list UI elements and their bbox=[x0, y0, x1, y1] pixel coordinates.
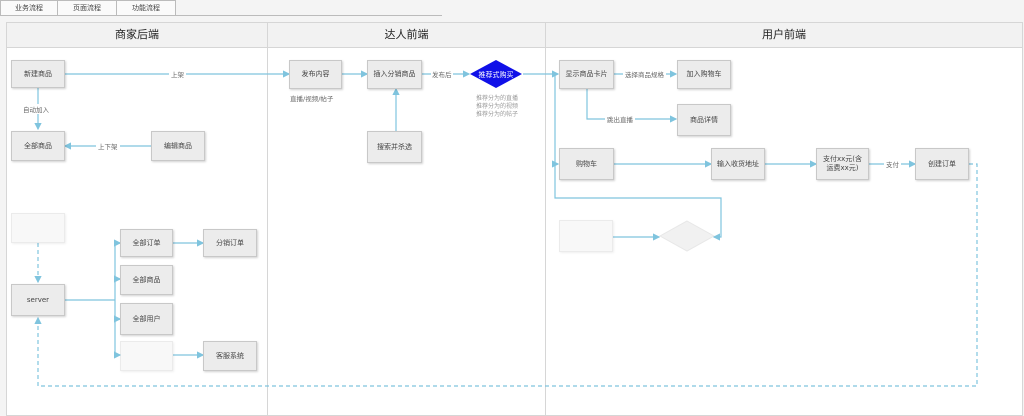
node-service-faded[interactable] bbox=[120, 341, 173, 371]
lane-header-user: 用户前端 bbox=[546, 23, 1022, 48]
tab-function-flow[interactable]: 功能流程 bbox=[116, 0, 176, 16]
node-pay-info[interactable]: 支付xx元(含运费xx元) bbox=[816, 148, 869, 180]
edge-to-faded-decision bbox=[554, 164, 722, 241]
label-shelf: 上架 bbox=[169, 69, 186, 79]
tab-bar: 业务流程 页面流程 功能流程 bbox=[0, 0, 176, 16]
node-product-card[interactable]: 显示商品卡片 bbox=[559, 60, 614, 89]
node-user-decision-faded[interactable] bbox=[659, 220, 715, 252]
lane-divider bbox=[267, 23, 268, 415]
decision-notes: 推荐分为的直播 推荐分为的视频 推荐分为的帖子 bbox=[475, 95, 518, 118]
node-new-product[interactable]: 新建商品 bbox=[11, 60, 65, 88]
edge-jump-live bbox=[586, 89, 678, 123]
edge-to-cart bbox=[552, 74, 560, 168]
lane-divider bbox=[545, 23, 546, 415]
label-after-publish: 发布后 bbox=[431, 69, 453, 79]
node-cart[interactable]: 购物车 bbox=[559, 148, 614, 180]
lane-header-merchant: 商家后端 bbox=[7, 23, 267, 48]
node-user-faded[interactable] bbox=[559, 220, 613, 252]
node-dist-orders[interactable]: 分销订单 bbox=[203, 229, 257, 257]
node-all-products[interactable]: 全部商品 bbox=[11, 131, 65, 161]
node-cs-system[interactable]: 客服系统 bbox=[203, 341, 257, 371]
lane-header-influencer: 达人前端 bbox=[268, 23, 545, 48]
tab-page-flow[interactable]: 页面流程 bbox=[57, 0, 117, 16]
label-content-types: 直播/视频/帖子 bbox=[290, 95, 334, 103]
edge-dashed-loop bbox=[34, 163, 978, 387]
node-edit-product[interactable]: 编辑商品 bbox=[151, 131, 205, 161]
node-all-products-2[interactable]: 全部商品 bbox=[120, 265, 173, 295]
connector-lines bbox=[34, 70, 978, 387]
label-pay: 支付 bbox=[884, 159, 901, 169]
node-create-order[interactable]: 创建订单 bbox=[915, 148, 969, 180]
node-recommend-decision[interactable] bbox=[469, 59, 523, 89]
label-jump-live: 跳出直播 bbox=[605, 114, 635, 124]
node-all-orders[interactable]: 全部订单 bbox=[120, 229, 173, 257]
tab-underline bbox=[0, 15, 442, 16]
node-all-users[interactable]: 全部用户 bbox=[120, 303, 173, 335]
tab-business-flow[interactable]: 业务流程 bbox=[0, 0, 58, 16]
node-insert-dist-product[interactable]: 插入分销商品 bbox=[367, 60, 422, 89]
label-auto-add: 自动加入 bbox=[23, 104, 49, 114]
decision-label: 推荐式购买 bbox=[478, 71, 514, 79]
swimlane-diagram: 商家后端 达人前端 用户前端 bbox=[6, 22, 1023, 416]
node-merchant-faded[interactable] bbox=[11, 213, 65, 243]
node-add-to-cart[interactable]: 加入购物车 bbox=[677, 60, 731, 89]
node-search-filter[interactable]: 搜索并杀选 bbox=[367, 131, 422, 163]
node-publish-content[interactable]: 发布内容 bbox=[289, 60, 342, 89]
node-shipping-address[interactable]: 输入收货地址 bbox=[711, 148, 765, 180]
label-select-spec: 选择商品规格 bbox=[623, 69, 666, 79]
node-product-detail[interactable]: 商品详情 bbox=[677, 104, 731, 136]
node-server[interactable]: server bbox=[11, 284, 65, 316]
label-updown: 上下架 bbox=[96, 141, 120, 151]
